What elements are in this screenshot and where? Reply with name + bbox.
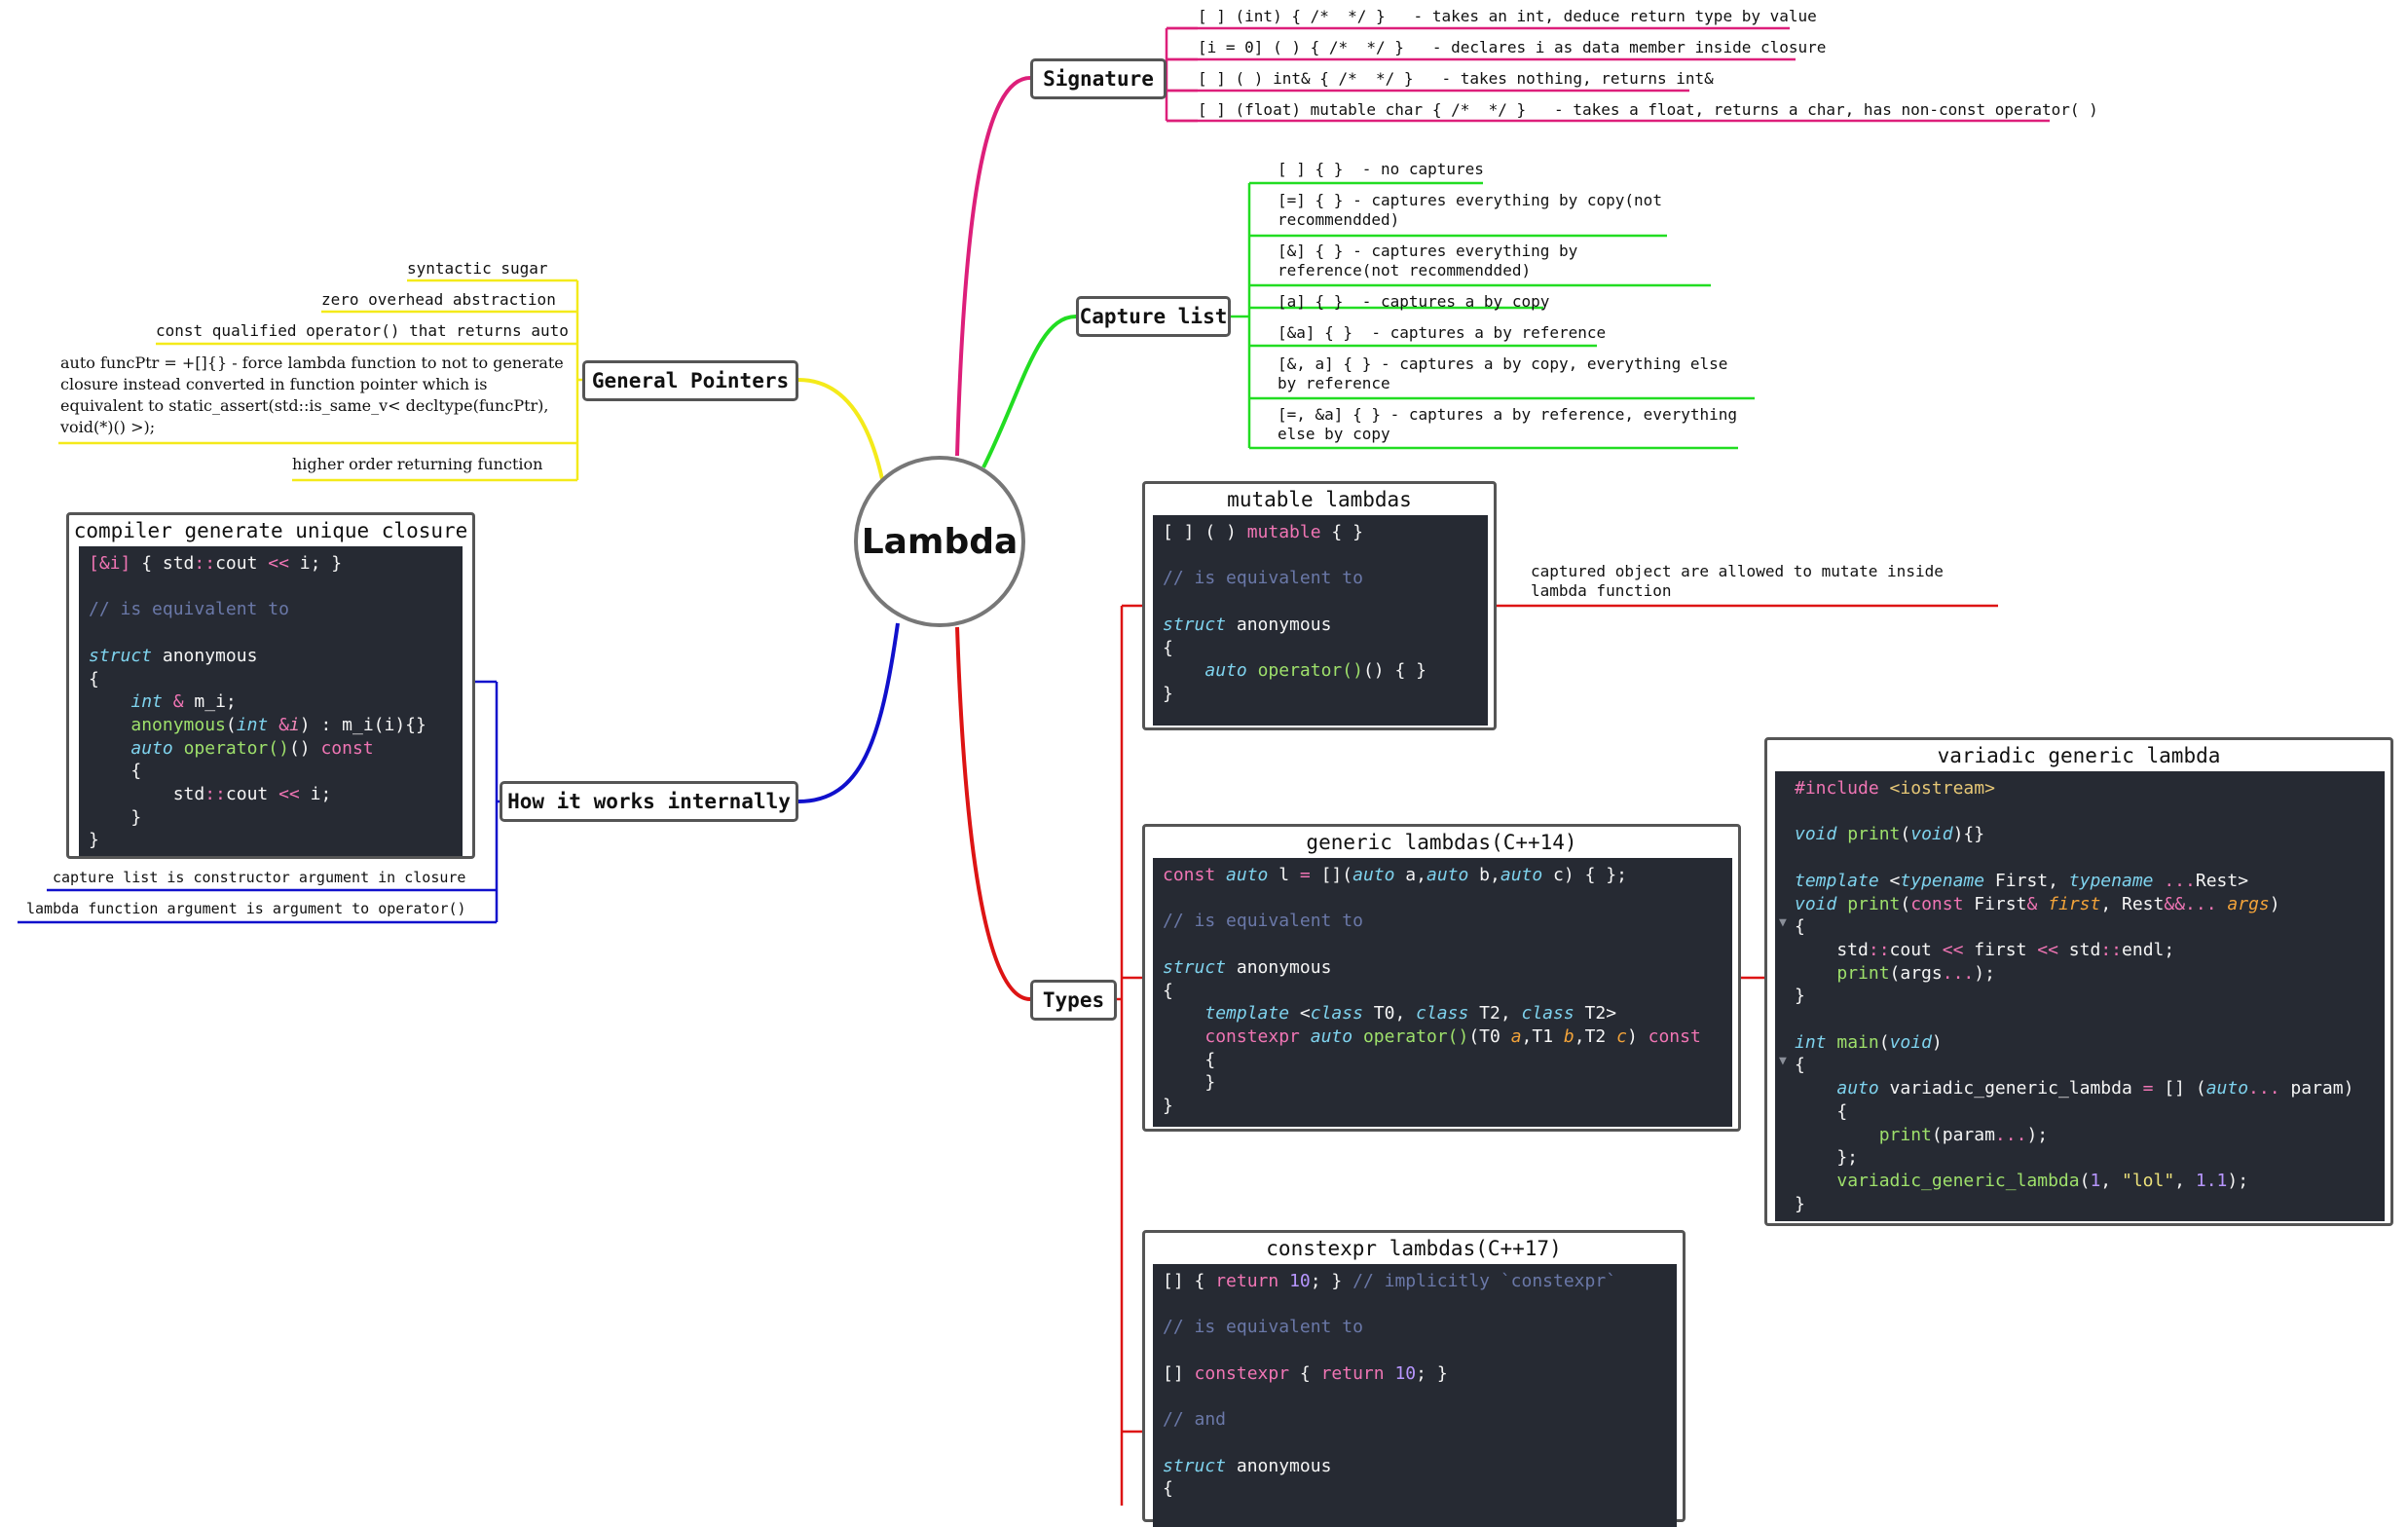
capture-item: [&a] { } - captures a by reference — [1278, 323, 1606, 343]
closure-code-block: [&i] { std::cout << i; } // is equivalen… — [79, 546, 463, 856]
topic-capture-label: Capture list — [1080, 305, 1228, 328]
topic-types-label: Types — [1043, 988, 1104, 1012]
capture-item: [ ] { } - no captures — [1278, 160, 1484, 179]
variadic-panel-title: variadic generic lambda — [1767, 742, 2390, 769]
edge-capture-stem — [1231, 183, 1249, 448]
capture-item: [a] { } - captures a by copy — [1278, 292, 1549, 312]
topic-capture-list[interactable]: Capture list — [1076, 296, 1231, 337]
variadic-code-block: #include <iostream> void print(void){} t… — [1775, 771, 2385, 1221]
general-item: auto funcPtr = +[]{} - force lambda func… — [60, 353, 567, 438]
edge-internal-stem — [475, 682, 500, 922]
general-item: const qualified operator() that returns … — [156, 321, 569, 341]
variadic-panel: variadic generic lambda #include <iostre… — [1764, 737, 2393, 1226]
signature-item: [ ] (float) mutable char { /* */ } - tak… — [1198, 100, 2098, 120]
fold-arrow-icon[interactable]: ▼ — [1779, 1054, 1787, 1068]
constexpr-code-block: [] { return 10; } // implicitly `constex… — [1153, 1264, 1677, 1527]
edge-signature-items — [1167, 28, 1198, 121]
edge-root-types — [957, 627, 1030, 999]
root-label: Lambda — [862, 522, 1019, 562]
capture-item: [=, &a] { } - captures a by reference, e… — [1278, 405, 1745, 444]
edge-types-stem — [1117, 606, 1122, 1506]
topic-internal-label: How it works internally — [507, 790, 791, 813]
edge-root-general — [798, 380, 882, 479]
closure-panel: compiler generate unique closure [&i] { … — [66, 512, 475, 859]
capture-item: [&, a] { } - captures a by copy, everyth… — [1278, 354, 1755, 393]
mutable-panel-title: mutable lambdas — [1145, 486, 1494, 513]
mutable-panel: mutable lambdas [ ] ( ) mutable { } // i… — [1142, 481, 1497, 730]
constexpr-panel-title: constexpr lambdas(C++17) — [1145, 1235, 1683, 1262]
general-item: zero overhead abstraction — [321, 290, 556, 310]
root-lambda[interactable]: Lambda — [854, 456, 1025, 627]
signature-item: [i = 0] ( ) { /* */ } - declares i as da… — [1198, 38, 1826, 57]
constexpr-panel: constexpr lambdas(C++17) [] { return 10;… — [1142, 1230, 1686, 1522]
general-item: higher order returning function — [292, 454, 542, 475]
generic-panel: generic lambdas(C++14) const auto l = []… — [1142, 824, 1741, 1132]
fold-arrow-icon[interactable]: ▼ — [1779, 915, 1787, 930]
mutable-code-block: [ ] ( ) mutable { } // is equivalent to … — [1153, 515, 1488, 726]
edge-root-internal — [798, 623, 898, 801]
topic-how-it-works[interactable]: How it works internally — [500, 781, 798, 822]
edge-root-capture — [983, 317, 1076, 467]
closure-panel-title: compiler generate unique closure — [69, 517, 472, 544]
capture-item: [=] { } - captures everything by copy(no… — [1278, 191, 1667, 230]
signature-item: [ ] (int) { /* */ } - takes an int, dedu… — [1198, 7, 1817, 26]
internal-note: capture list is constructor argument in … — [53, 868, 465, 887]
topic-signature[interactable]: Signature — [1030, 58, 1167, 99]
capture-item: [&] { } - captures everything by referen… — [1278, 242, 1706, 280]
internal-note: lambda function argument is argument to … — [26, 899, 466, 918]
signature-item: [ ] ( ) int& { /* */ } - takes nothing, … — [1198, 69, 1714, 89]
general-item: syntactic sugar — [407, 259, 548, 279]
topic-signature-label: Signature — [1043, 67, 1154, 91]
generic-code-block: const auto l = [](auto a,auto b,auto c) … — [1153, 858, 1732, 1127]
topic-general-pointers[interactable]: General Pointers — [582, 360, 798, 401]
mutable-note: captured object are allowed to mutate in… — [1531, 562, 1988, 601]
topic-types[interactable]: Types — [1030, 980, 1117, 1021]
generic-panel-title: generic lambdas(C++14) — [1145, 829, 1738, 856]
topic-general-label: General Pointers — [592, 369, 789, 392]
edge-types-branches — [1122, 606, 1142, 1432]
edge-root-signature — [957, 78, 1030, 456]
